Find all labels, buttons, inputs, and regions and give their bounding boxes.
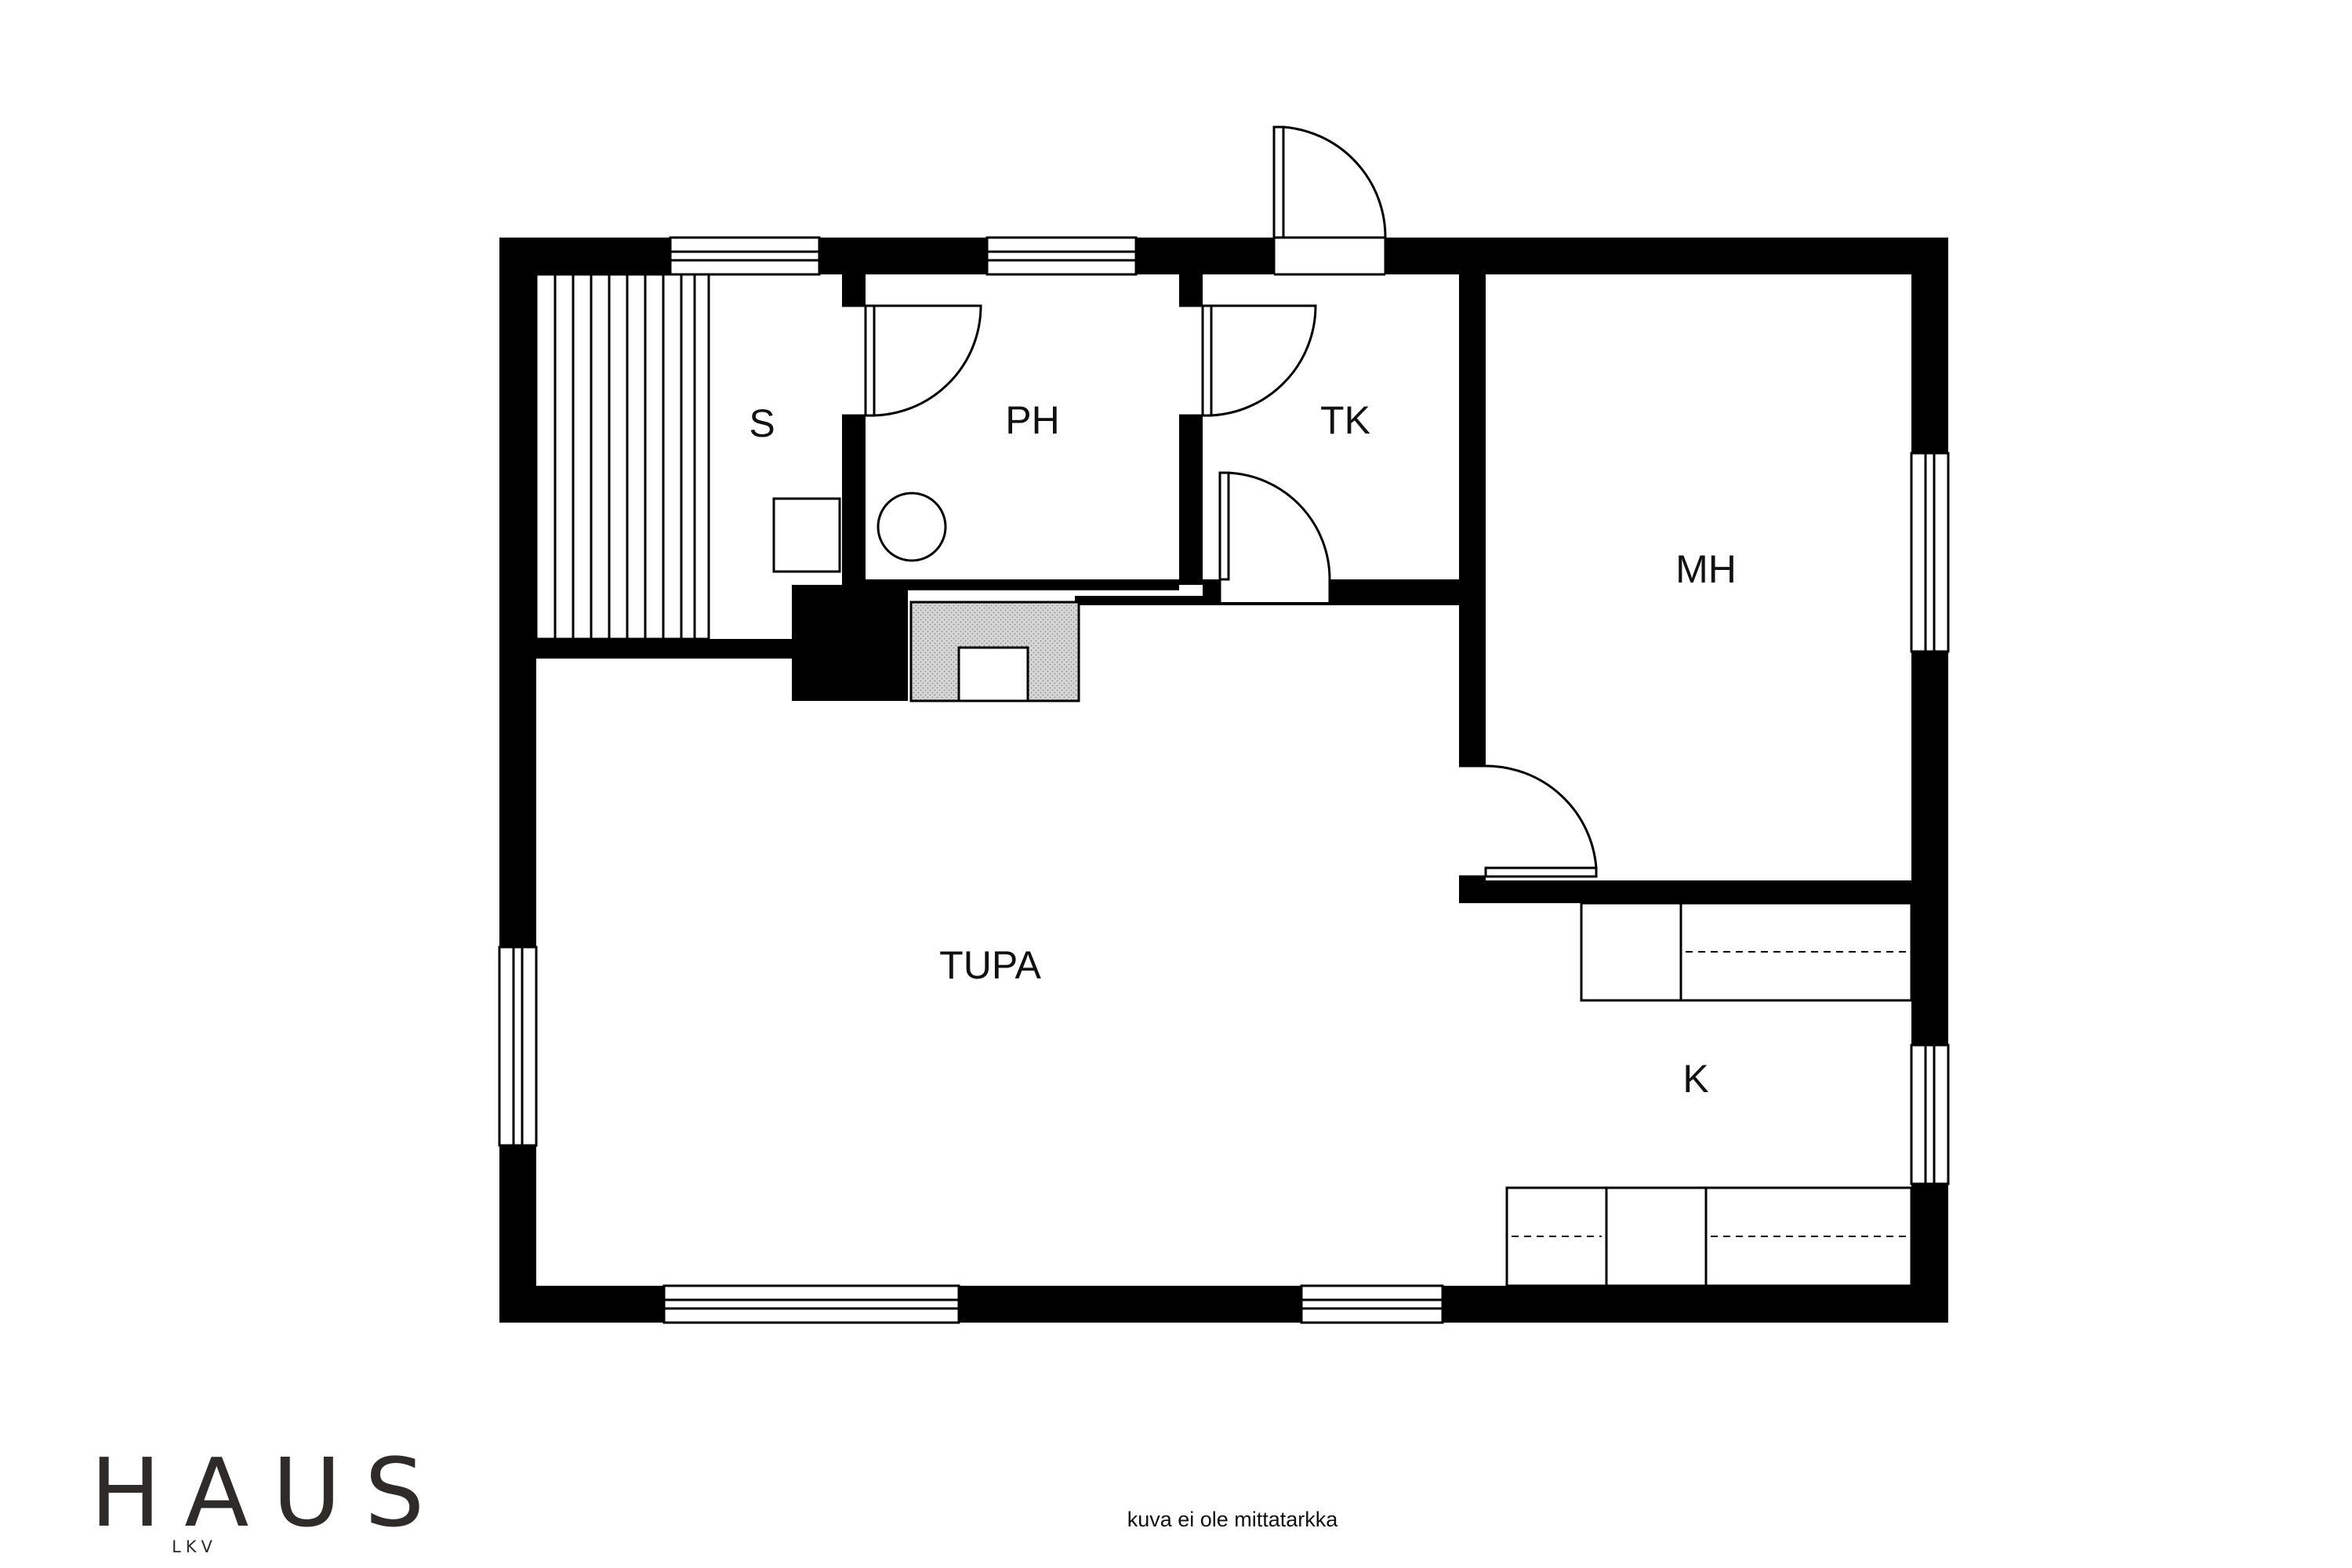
window-kitchen-right: [1910, 1044, 1950, 1185]
haus-logo: HAUS LKV: [90, 1439, 448, 1556]
room-label-sauna: S: [749, 401, 775, 445]
logo-wordmark: HAUS: [90, 1439, 448, 1548]
disclaimer-text: kuva ei ole mittatarkka: [1127, 1508, 1339, 1531]
window-living-left: [498, 946, 538, 1147]
window-bedroom-right: [1910, 452, 1950, 653]
room-label-kitchen: K: [1682, 1057, 1708, 1101]
door-utility-living: [1218, 471, 1331, 602]
door-entrance: [1272, 125, 1387, 276]
door-washroom-utility: [1179, 304, 1317, 417]
window-washroom-top: [985, 236, 1138, 276]
kitchen-upper-cabinets: [1580, 902, 1913, 1002]
sauna-benches: [535, 273, 710, 641]
window-living-bottom-large: [662, 1284, 960, 1324]
room-label-bedroom: MH: [1675, 547, 1737, 591]
logo-subtitle: LKV: [172, 1537, 217, 1556]
floor-drain-icon: [877, 492, 947, 562]
door-bedroom: [1459, 764, 1598, 878]
doors: [842, 125, 1598, 878]
sauna-stove: [772, 497, 841, 573]
fireplace: [909, 601, 1080, 702]
window-sauna-top: [669, 236, 821, 276]
room-label-utility: TK: [1320, 398, 1370, 442]
windows: [498, 236, 1950, 1324]
kitchen-lower-cabinets: [1505, 1186, 1913, 1287]
room-label-washroom: PH: [1005, 398, 1059, 442]
room-label-living: TUPA: [939, 943, 1041, 987]
door-sauna-washroom: [842, 304, 982, 417]
window-living-bottom-small: [1300, 1284, 1444, 1324]
exterior-walls: [499, 238, 1948, 1323]
